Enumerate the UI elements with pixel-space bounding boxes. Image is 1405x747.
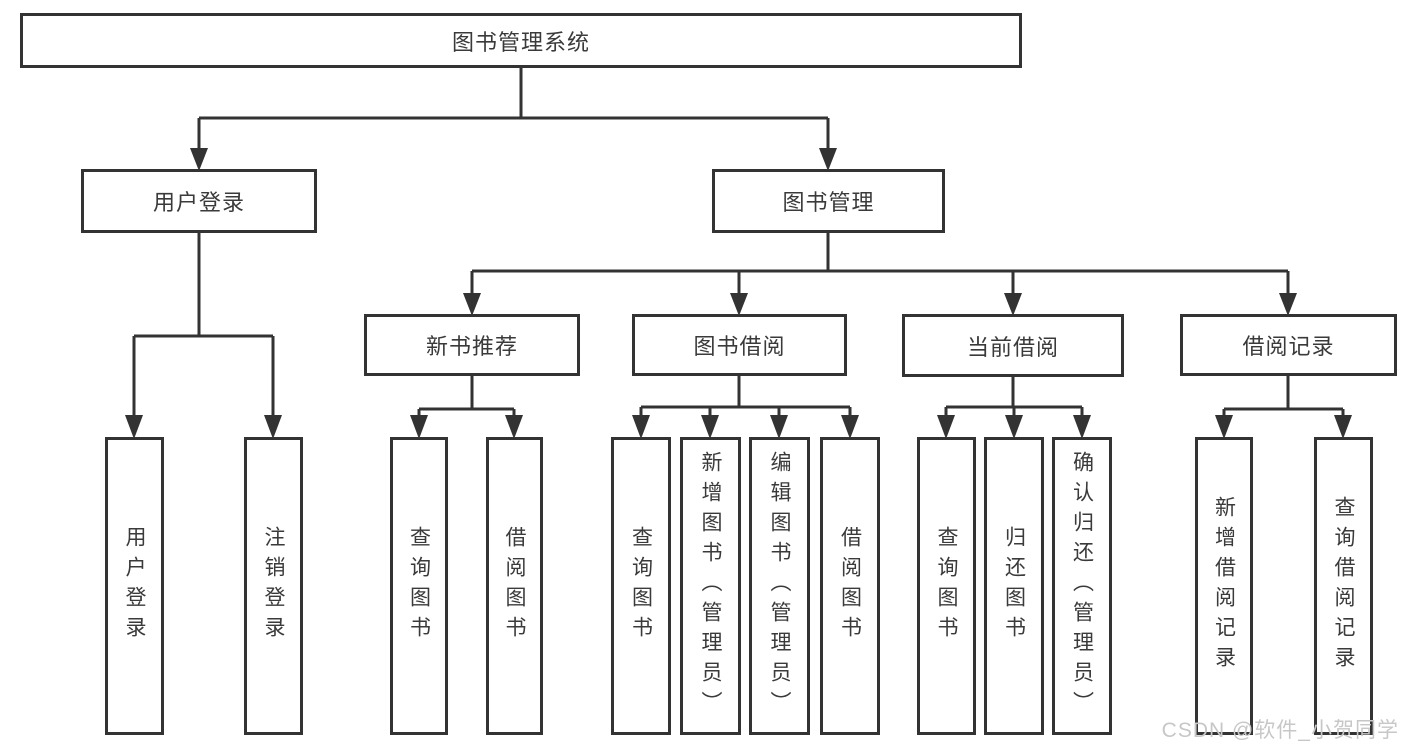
leaf-logout-label: 注销登录 — [262, 526, 285, 646]
node-borrow-records: 借阅记录 — [1180, 314, 1397, 376]
node-new-book-recommend: 新书推荐 — [364, 314, 580, 376]
leaf-query-books-recommend-label: 查询图书 — [407, 526, 431, 646]
node-new-book-recommend-label: 新书推荐 — [425, 334, 518, 359]
node-user-login: 用户登录 — [81, 169, 317, 233]
leaf-confirm-return-admin: 确认归还（管理员） — [1052, 437, 1112, 735]
leaf-return-books-label: 归还图书 — [1002, 526, 1026, 646]
node-book-borrow-label: 图书借阅 — [693, 334, 786, 359]
leaf-query-borrow-record: 查询借阅记录 — [1314, 437, 1373, 735]
leaf-borrow-books-recommend: 借阅图书 — [486, 437, 543, 735]
node-book-management: 图书管理 — [712, 169, 945, 233]
leaf-return-books: 归还图书 — [984, 437, 1044, 735]
node-user-login-label: 用户登录 — [152, 190, 245, 215]
leaf-confirm-return-admin-label: 确认归还（管理员） — [1070, 451, 1094, 721]
leaf-borrow-books-recommend-label: 借阅图书 — [503, 526, 526, 646]
node-book-management-label: 图书管理 — [782, 190, 875, 215]
leaf-query-books-borrow: 查询图书 — [611, 437, 671, 735]
leaf-query-books-current-label: 查询图书 — [935, 526, 958, 646]
csdn-watermark: CSDN @软件_小贺同学 — [1161, 719, 1399, 742]
leaf-add-borrow-record: 新增借阅记录 — [1195, 437, 1253, 735]
node-root-label: 图书管理系统 — [451, 29, 590, 55]
leaf-query-books-borrow-label: 查询图书 — [629, 526, 653, 646]
leaf-logout: 注销登录 — [244, 437, 303, 735]
leaf-borrow-books-label: 借阅图书 — [838, 526, 862, 646]
node-root-library-management-system: 图书管理系统 — [20, 13, 1022, 68]
leaf-add-borrow-record-label: 新增借阅记录 — [1212, 496, 1236, 676]
node-current-borrow-label: 当前借阅 — [966, 334, 1059, 360]
node-current-borrow: 当前借阅 — [902, 314, 1124, 377]
leaf-user-login: 用户登录 — [105, 437, 164, 735]
leaf-edit-books-admin-label: 编辑图书（管理员） — [768, 451, 791, 721]
leaf-query-borrow-record-label: 查询借阅记录 — [1332, 496, 1355, 676]
leaf-user-login-label: 用户登录 — [123, 526, 146, 646]
node-borrow-records-label: 借阅记录 — [1242, 334, 1335, 359]
node-book-borrow: 图书借阅 — [632, 314, 847, 376]
leaf-add-books-admin-label: 新增图书（管理员） — [699, 451, 722, 721]
leaf-edit-books-admin: 编辑图书（管理员） — [749, 437, 810, 735]
leaf-add-books-admin: 新增图书（管理员） — [680, 437, 741, 735]
leaf-query-books-recommend: 查询图书 — [390, 437, 448, 735]
leaf-borrow-books: 借阅图书 — [820, 437, 880, 735]
leaf-query-books-current: 查询图书 — [917, 437, 976, 735]
